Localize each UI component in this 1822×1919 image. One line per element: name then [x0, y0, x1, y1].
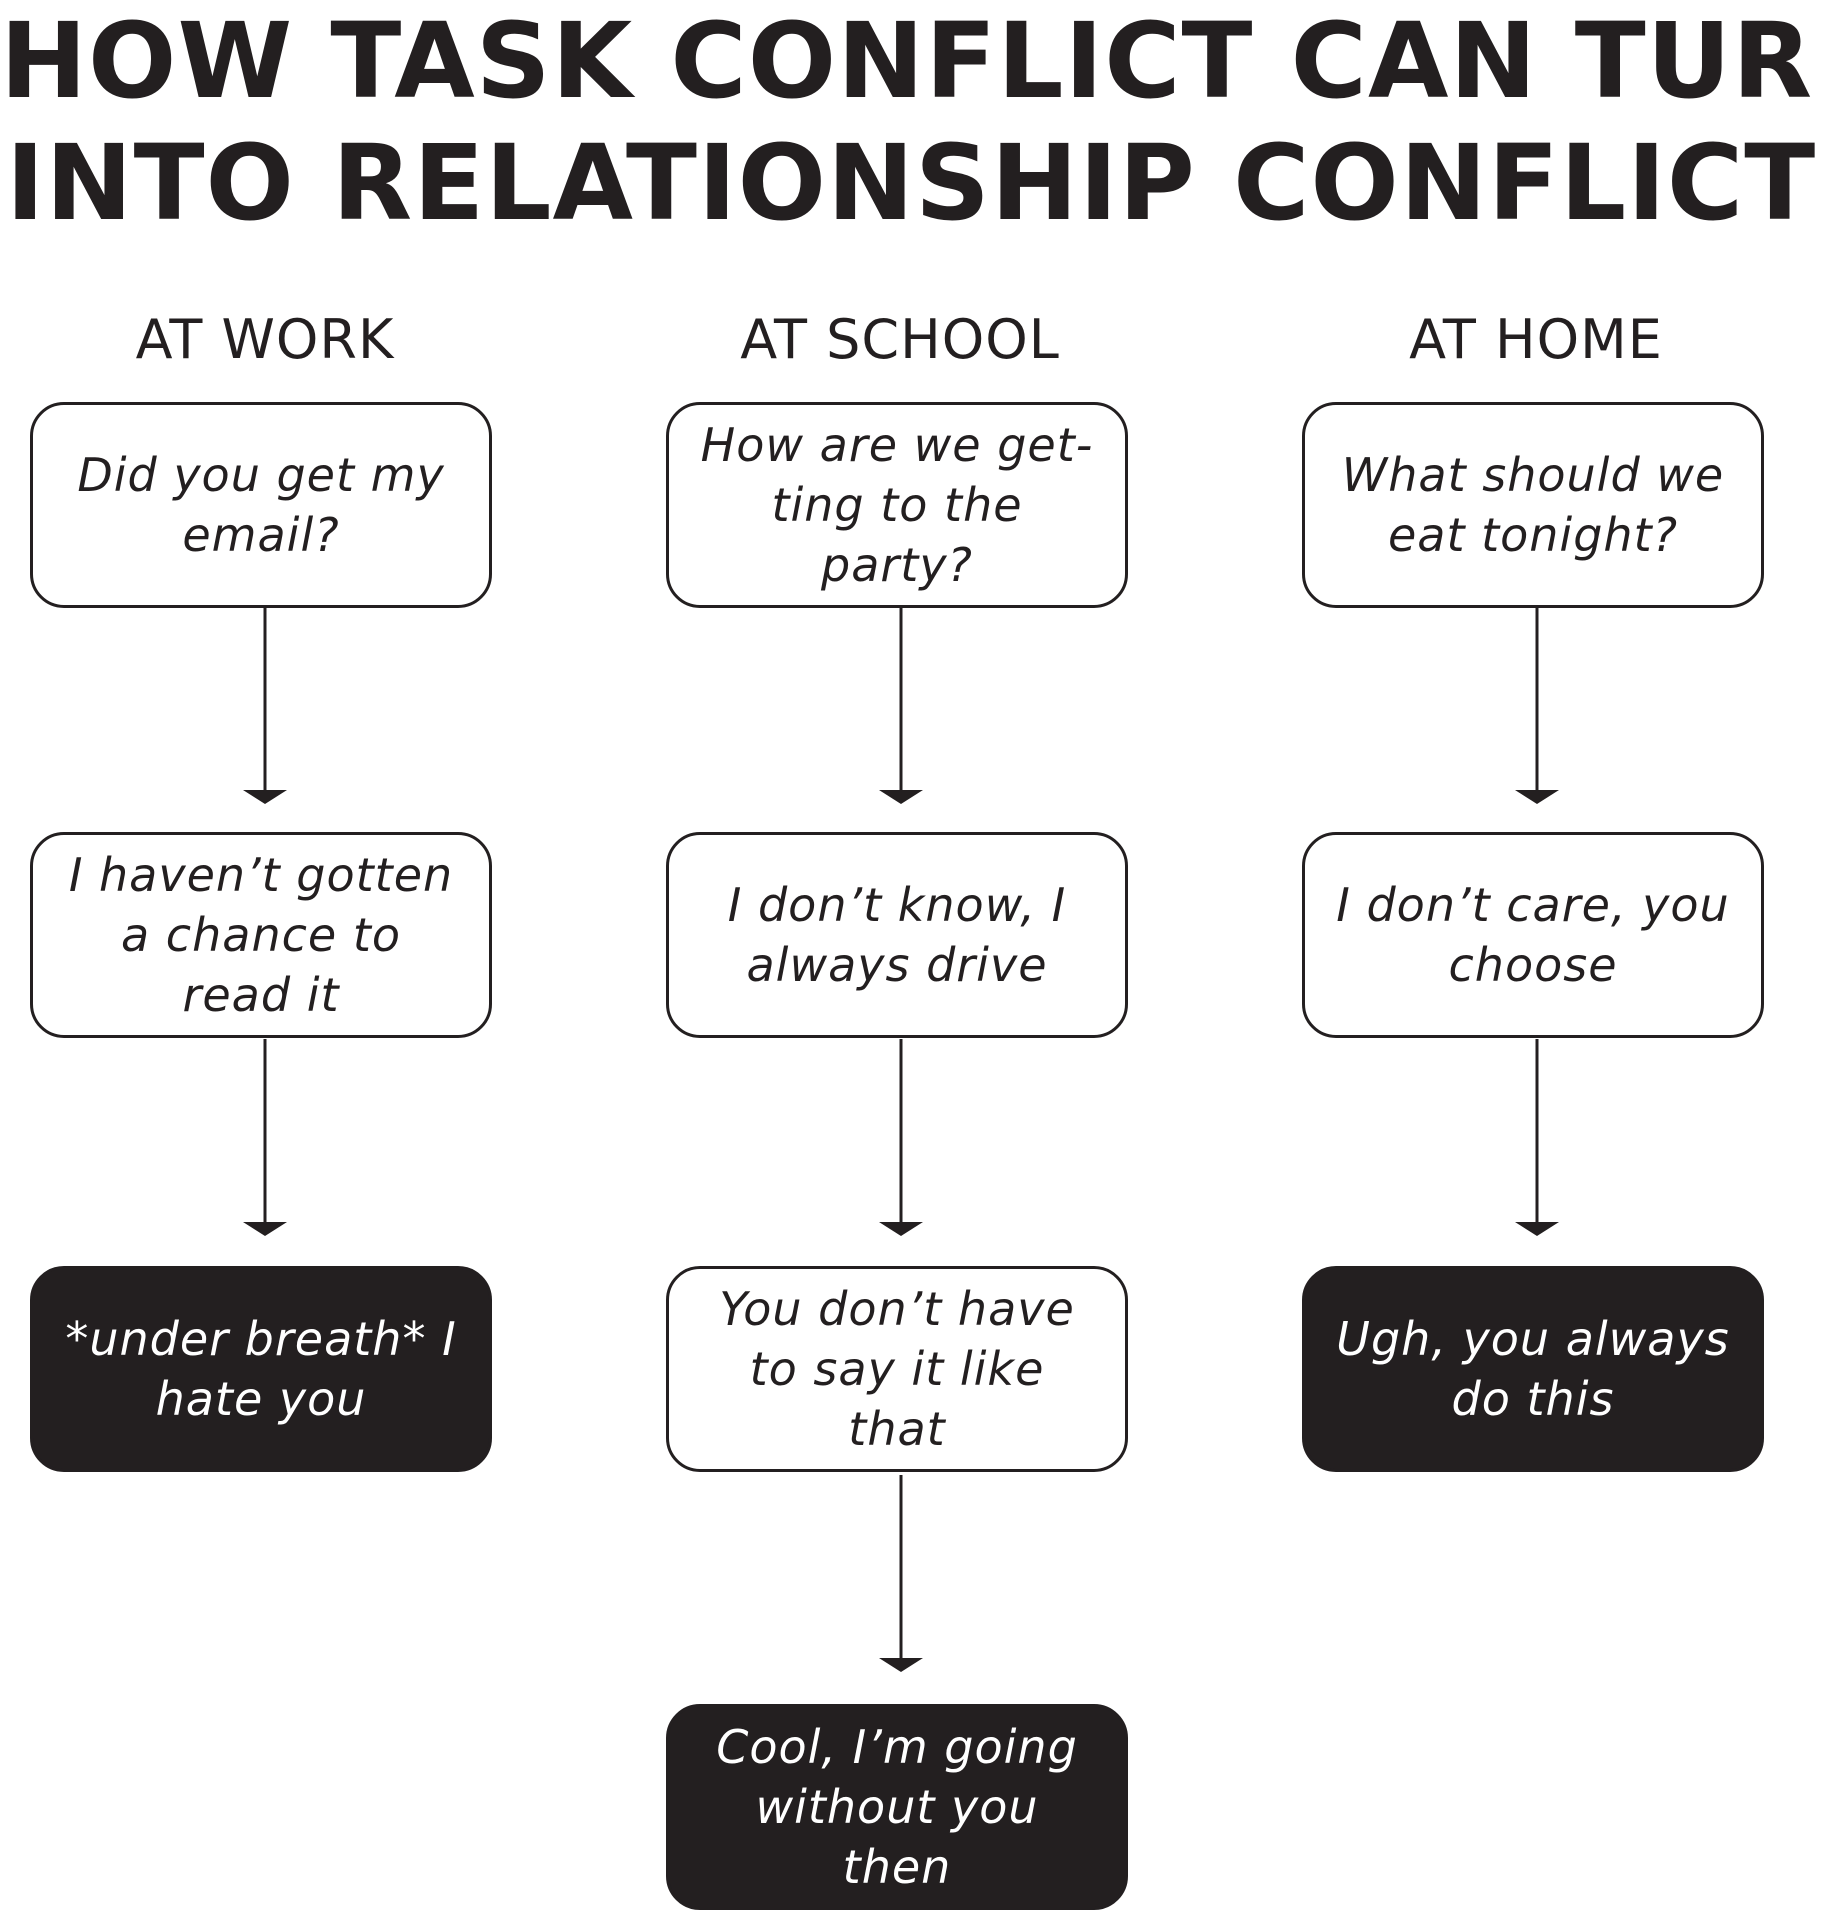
arrowhead-school-2 [879, 1222, 923, 1236]
title-line-1: HOW TASK CONFLICT CAN TURN [0, 0, 1822, 122]
arrowhead-home-2 [1515, 1222, 1559, 1236]
school-step-1: How are we get-ting to the party? [666, 402, 1128, 608]
work-step-2: I haven’t gotten a chance to read it [30, 832, 492, 1038]
arrowhead-work-1 [243, 790, 287, 804]
arrowhead-work-2 [243, 1222, 287, 1236]
home-step-1: What should we eat tonight? [1302, 402, 1764, 608]
column-header-work: AT WORK [135, 308, 395, 371]
home-step-2: I don’t care, you choose [1302, 832, 1764, 1038]
school-step-2: I don’t know, I always drive [666, 832, 1128, 1038]
school-step-4: Cool, I’m going without you then [666, 1704, 1128, 1910]
column-header-school: AT SCHOOL [740, 308, 1060, 371]
home-step-3: Ugh, you always do this [1302, 1266, 1764, 1472]
arrowhead-school-3 [879, 1658, 923, 1672]
school-step-3: You don’t have to say it like that [666, 1266, 1128, 1472]
column-header-home: AT HOME [1409, 308, 1663, 371]
work-step-3: *under breath* I hate you [30, 1266, 492, 1472]
work-step-1: Did you get my email? [30, 402, 492, 608]
title-line-2: INTO RELATIONSHIP CONFLICT [5, 122, 1817, 244]
arrowhead-home-1 [1515, 790, 1559, 804]
arrowhead-school-1 [879, 790, 923, 804]
page-title: HOW TASK CONFLICT CAN TURN INTO RELATION… [0, 0, 1822, 244]
